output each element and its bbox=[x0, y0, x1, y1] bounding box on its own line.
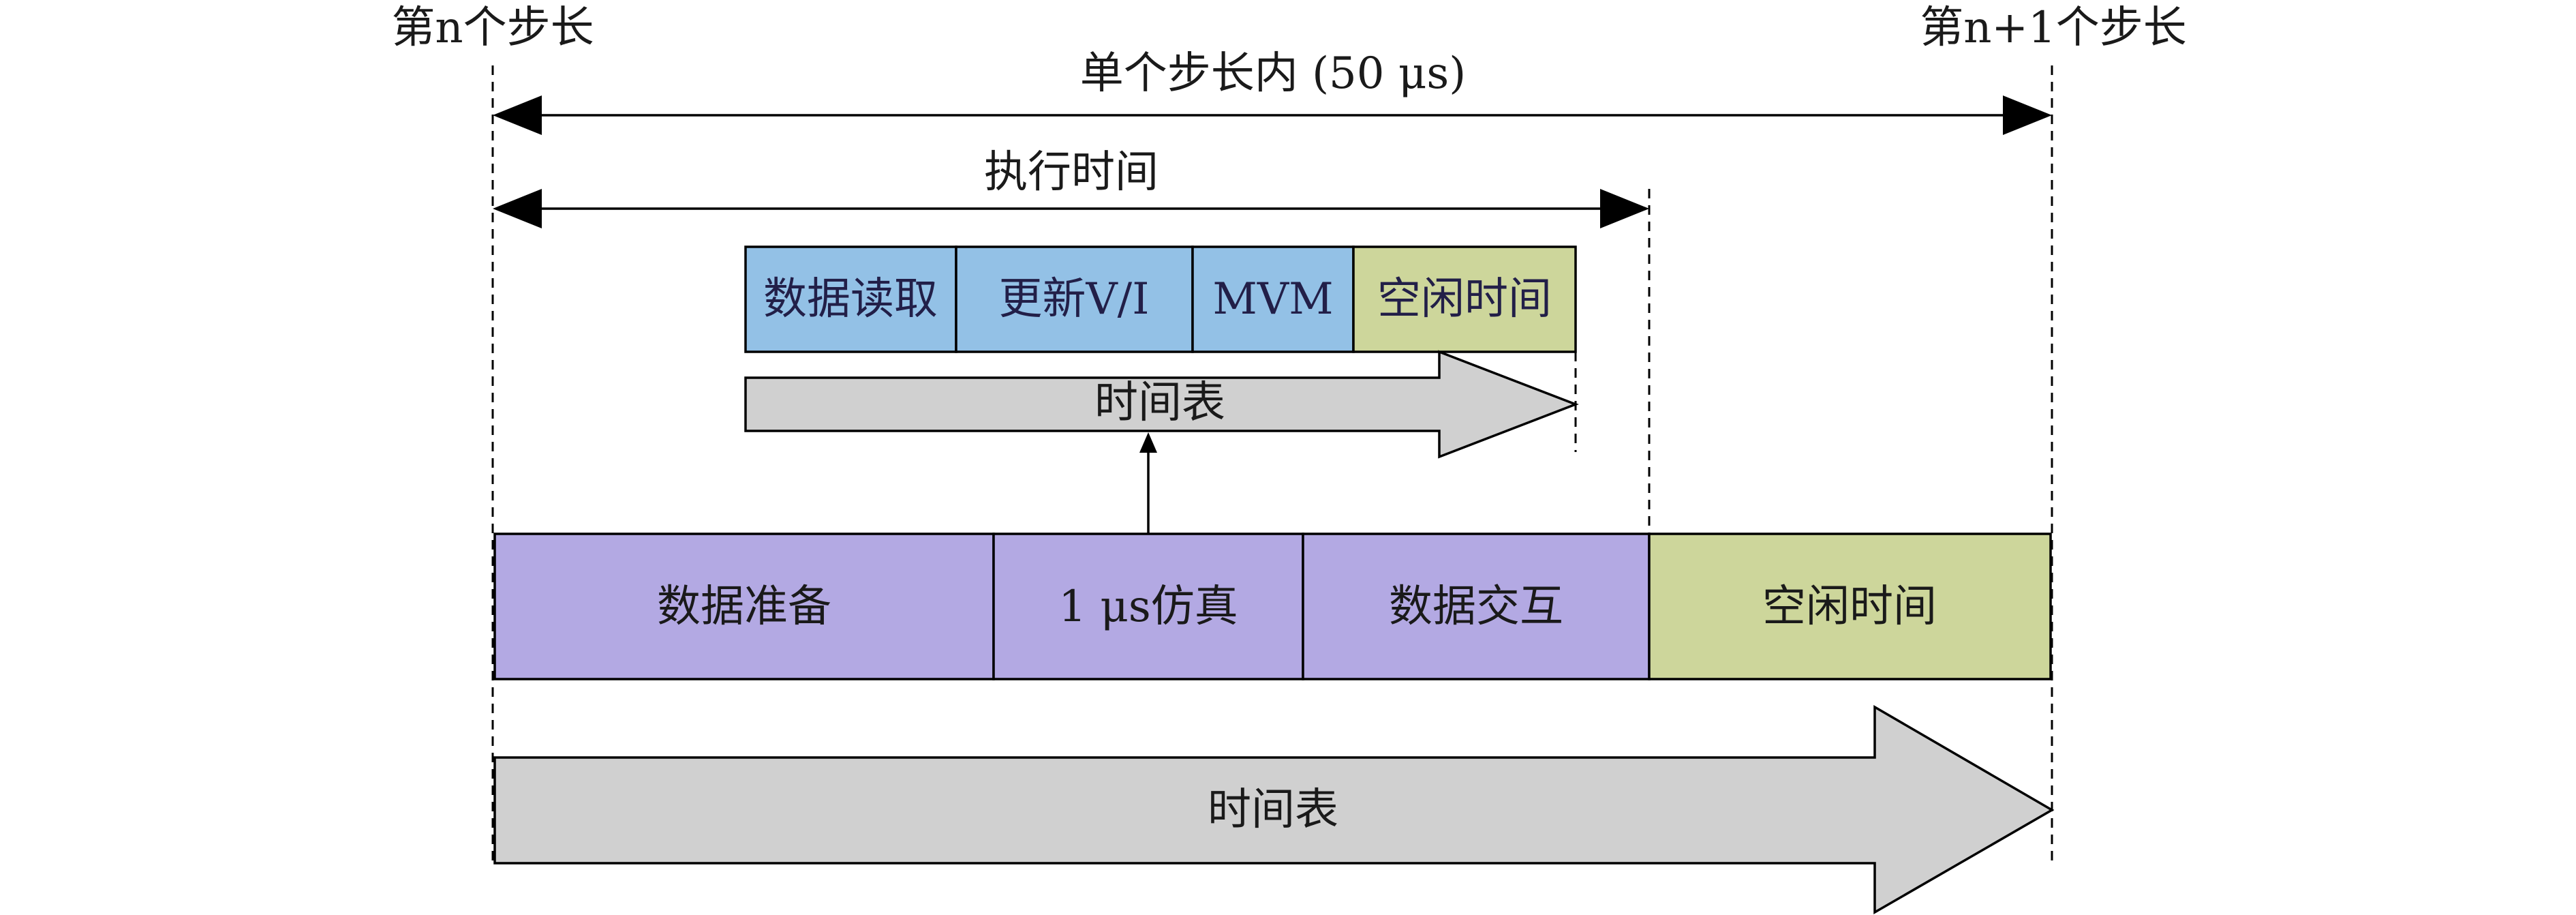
outer-stage-data-prep-box bbox=[493, 532, 995, 680]
outer-stage-data-prep-label: 数据准备 bbox=[657, 582, 831, 632]
inner-stage-data-read-label: 数据读取 bbox=[763, 274, 938, 325]
current-step-label: 第n个步长 bbox=[391, 3, 594, 53]
zoom-connector-arrow bbox=[1139, 432, 1157, 534]
outer-stage-simulation-box bbox=[992, 532, 1304, 680]
inner-stage-idle-label: 空闲时间 bbox=[1377, 274, 1552, 325]
single-step-span-arrow bbox=[493, 95, 2052, 135]
execution-span-label: 执行时间 bbox=[984, 147, 1159, 198]
single-step-span-label: 单个步长内 (50 μs) bbox=[1080, 48, 1467, 99]
inner-stage-update-vi-label: 更新V/I bbox=[998, 274, 1149, 325]
outer-stage-idle-label: 空闲时间 bbox=[1762, 582, 1937, 632]
outer-timeline-arrow bbox=[493, 704, 2055, 915]
outer-stage-data-exchange-box bbox=[1302, 532, 1651, 680]
inner-stage-mvm-box bbox=[1191, 245, 1355, 353]
inner-timeline-arrow bbox=[744, 350, 1579, 459]
inner-stage-data-read-box bbox=[744, 245, 957, 353]
inner-stage-mvm-label: MVM bbox=[1212, 274, 1333, 325]
zoom-connector-arrowhead bbox=[1139, 432, 1157, 453]
outer-timeline-label: 时间表 bbox=[1208, 785, 1338, 835]
outer-stage-data-exchange-label: 数据交互 bbox=[1389, 582, 1563, 632]
execution-span-arrow bbox=[493, 189, 1649, 228]
execution-right-arrowhead bbox=[1600, 189, 1649, 228]
inner-stage-idle-box bbox=[1352, 245, 1577, 353]
outer-stage-idle-box bbox=[1648, 532, 2052, 680]
inner-stage-update-vi-box bbox=[955, 245, 1194, 353]
outer-stage-simulation-label: 1 μs仿真 bbox=[1058, 582, 1238, 632]
single-step-left-arrowhead bbox=[493, 95, 542, 135]
inner-timeline-label: 时间表 bbox=[1094, 378, 1225, 428]
execution-left-arrowhead bbox=[493, 189, 542, 228]
next-step-label: 第n+1个步长 bbox=[1920, 3, 2187, 53]
single-step-right-arrowhead bbox=[2003, 95, 2052, 135]
